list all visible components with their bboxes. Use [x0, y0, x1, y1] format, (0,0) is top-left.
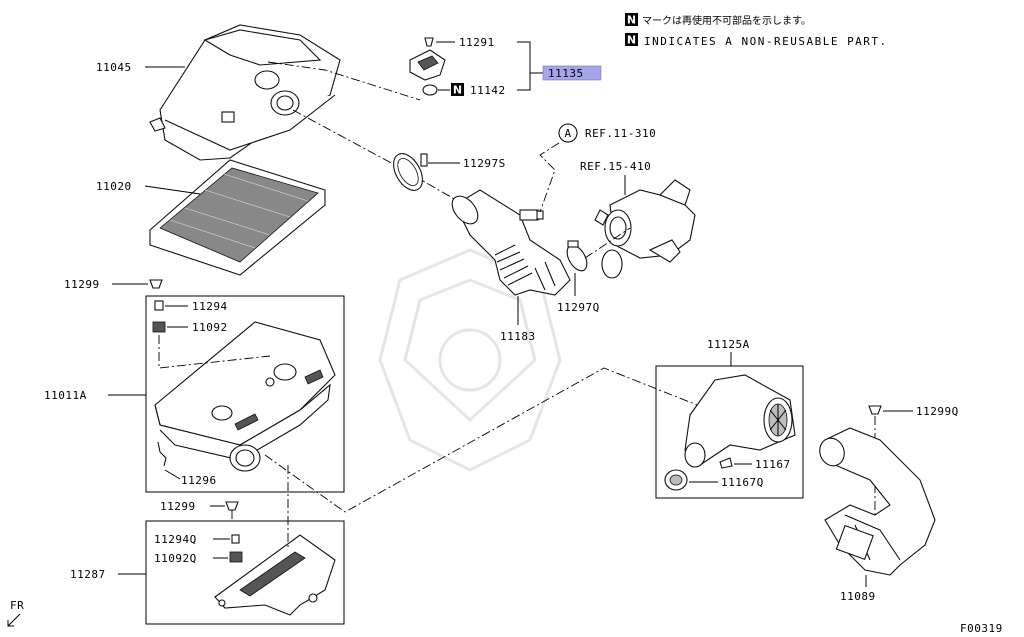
bracket-11287[interactable]	[214, 534, 336, 616]
label-11142: 11142	[470, 84, 506, 97]
label-11299q: 11299Q	[916, 405, 959, 418]
badge-11142-text: N	[453, 84, 462, 97]
legend-badge-1-text: N	[627, 14, 636, 27]
hose-11296[interactable]	[157, 441, 167, 467]
label-11299-top: 11299	[64, 278, 100, 291]
air-filter-element[interactable]	[149, 159, 326, 276]
label-11167: 11167	[755, 458, 791, 471]
legend-badge-1	[625, 13, 638, 26]
bolt-11299q[interactable]	[868, 405, 882, 415]
clamp-11297s[interactable]	[388, 149, 429, 196]
oring-11142[interactable]	[422, 84, 438, 96]
label-11092: 11092	[192, 321, 228, 334]
label-11291: 11291	[459, 36, 495, 49]
legend-badge-2	[625, 33, 638, 46]
screw-11291[interactable]	[424, 37, 434, 47]
seal-11167q[interactable]	[664, 469, 688, 491]
resonator-group-box	[655, 365, 804, 499]
diagram-code: F00319	[960, 622, 1003, 635]
label-11167q: 11167Q	[721, 476, 764, 489]
label-ref-15-410[interactable]: REF.15-410	[580, 160, 651, 173]
label-11045: 11045	[96, 61, 132, 74]
fr-arrow: FR	[7, 599, 24, 627]
label-11296: 11296	[181, 474, 217, 487]
airflow-sensor-11135[interactable]	[409, 49, 446, 81]
grommet-11294q[interactable]	[231, 534, 240, 544]
label-11297q: 11297Q	[557, 301, 600, 314]
clamp-11297q[interactable]	[563, 240, 591, 274]
label-11299-mid: 11299	[160, 500, 196, 513]
grommet-11092[interactable]	[152, 321, 166, 333]
grommet-11294[interactable]	[154, 300, 164, 311]
bolt-11299-mid[interactable]	[225, 501, 239, 511]
air-cleaner-case[interactable]	[154, 321, 336, 472]
label-11020: 11020	[96, 180, 132, 193]
label-11092q: 11092Q	[154, 552, 197, 565]
badge-11142	[451, 83, 464, 96]
highlight-11135[interactable]	[542, 65, 602, 81]
label-11089: 11089	[840, 590, 876, 603]
ref-a-badge: A	[564, 127, 571, 140]
label-11011a: 11011A	[44, 389, 87, 402]
bolt-11299-top[interactable]	[149, 279, 163, 289]
legend-line-jp: マークは再使用不可部品を示します。	[642, 14, 811, 27]
fr-label: FR	[10, 599, 24, 612]
air-cleaner-cover[interactable]	[149, 24, 341, 161]
label-11294q: 11294Q	[154, 533, 197, 546]
case-group-box	[145, 295, 345, 493]
legend-line-en: INDICATES A NON-REUSABLE PART.	[644, 35, 888, 48]
ref-a-circle	[558, 123, 578, 143]
label-11125a: 11125A	[707, 338, 750, 351]
label-11287: 11287	[70, 568, 106, 581]
label-11183: 11183	[500, 330, 536, 343]
air-duct-11089[interactable]	[816, 427, 936, 576]
legend-badge-2-text: N	[627, 34, 636, 47]
legend: N マークは再使用不可部品を示します。 N INDICATES A NON-RE…	[625, 13, 888, 48]
air-inlet-duct-11125a[interactable]	[684, 374, 796, 468]
grommet-11092q[interactable]	[229, 551, 243, 563]
clip-11167[interactable]	[719, 457, 733, 469]
label-11297s: 11297S	[463, 157, 506, 170]
label-11135[interactable]: 11135	[548, 67, 584, 80]
bracket-group-box	[145, 520, 345, 625]
throttle-body-ref	[594, 179, 696, 279]
intake-hose-11183[interactable]	[447, 189, 571, 296]
label-11294: 11294	[192, 300, 228, 313]
label-ref-11-310[interactable]: REF.11-310	[585, 127, 656, 140]
watermark-emblem	[378, 248, 562, 472]
